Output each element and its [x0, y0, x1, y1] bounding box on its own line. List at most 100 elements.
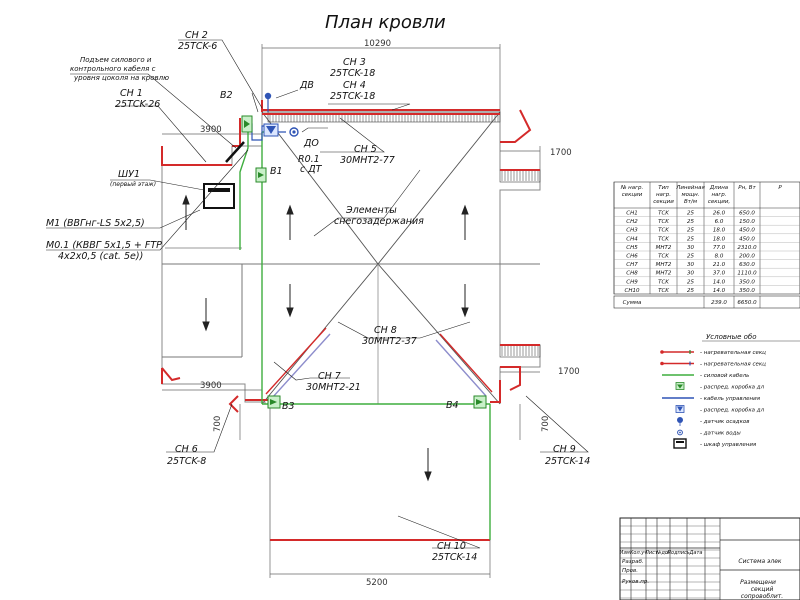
slope-arrow-up-1 — [286, 204, 294, 240]
junction-box-control[interactable] — [263, 123, 279, 137]
label-ch10-type: 25TCK-14 — [432, 552, 477, 563]
slope-arrow-up-3 — [182, 194, 190, 230]
legend-symbol — [673, 438, 687, 449]
note-m01b: 4х2х0,5 (cat. 5e)) — [58, 251, 143, 262]
table-cell: 30 — [687, 271, 694, 277]
stamp-name: секций — [751, 586, 774, 593]
table-cell: MHT2 — [656, 245, 672, 251]
slope-arrow-down-3 — [202, 298, 210, 332]
dim-right-lower: 1700 — [558, 367, 580, 377]
table-cell: 21.0 — [713, 262, 726, 268]
legend-item-label: - распред. коробка дл — [700, 385, 765, 391]
sensor-dv[interactable] — [264, 92, 272, 112]
note-m1: М1 (ВВГнг-LS 5х2,5) — [46, 218, 145, 229]
heating-section-ch1 — [161, 146, 232, 166]
valley-heaters — [265, 327, 493, 399]
table-cell: TCK — [658, 236, 669, 242]
table-cell: CH5 — [626, 245, 638, 251]
drawing-title: План кровли — [325, 12, 446, 33]
table-cell: 650.0 — [739, 211, 755, 217]
roof-outline — [161, 111, 541, 541]
legend: Условные обо - нагревательная секц- нагр… — [660, 333, 800, 449]
label-b1: В1 — [270, 166, 283, 177]
stamp-header-cell: Подпись — [667, 550, 690, 556]
label-ch1-type: 25TCK-26 — [115, 99, 160, 110]
dimension-lines — [162, 44, 541, 578]
dim-left-lower: 3900 — [200, 381, 222, 391]
table-cell: 25 — [687, 254, 694, 260]
table-total-length: 239.0 — [711, 300, 727, 306]
table-header-cell: секции — [653, 199, 674, 205]
table-header-cell: Рн, Вт — [738, 185, 756, 191]
table-cell: 30 — [687, 245, 694, 251]
legend-item-label: - нагревательная секц — [700, 350, 766, 356]
table-header-cell: Р — [778, 185, 782, 191]
slope-arrow-down-4 — [424, 448, 432, 482]
label-ch3-type: 25TCK-18 — [330, 68, 375, 79]
power-cables — [239, 124, 491, 540]
table-cell: CH10 — [625, 288, 640, 294]
dim-bottom: 5200 — [366, 578, 388, 588]
table-cell: 200.0 — [739, 254, 755, 260]
table-cell: 14.0 — [713, 288, 726, 294]
stamp-row-label: Руков.пр. — [622, 579, 649, 585]
table-header-cell: Вт/м — [684, 199, 697, 205]
label-ch4: CH 4 — [343, 80, 366, 91]
table-cell: MHT2 — [656, 271, 672, 277]
stamp-header-cell: Изм. — [620, 550, 632, 556]
table-cell: 18.0 — [713, 236, 726, 242]
stamp-header-cell: Лист — [644, 550, 659, 556]
table-cell: 25 — [687, 288, 694, 294]
sensor-do[interactable] — [289, 127, 299, 137]
label-r01-sub: с ДТ — [300, 164, 323, 175]
table-cell: 25 — [687, 279, 694, 285]
legend-symbol — [660, 361, 694, 366]
table-cell: 1110.0 — [737, 271, 757, 277]
dim-right-small: 700 — [541, 416, 551, 432]
table-cell: 150.0 — [739, 219, 755, 225]
table-cell: CH4 — [626, 236, 638, 242]
legend-item-label: - силовой кабель — [700, 373, 749, 379]
label-ch2: CH 2 — [185, 30, 208, 41]
leader-lines — [46, 39, 589, 549]
table-cell: CH8 — [626, 271, 638, 277]
label-ch6: CH 6 — [175, 444, 198, 455]
table-cell: MHT2 — [656, 262, 672, 268]
table-cell: CH7 — [626, 262, 638, 268]
table-header-cell: № нагр. — [620, 185, 644, 191]
stamp-name: Размещени — [740, 579, 776, 586]
control-cabinet-shu1[interactable] — [203, 183, 235, 209]
note-shu1-sub: (первый этаж) — [110, 181, 156, 188]
label-ch10: CH 10 — [437, 541, 466, 552]
heating-section-ch2 — [232, 118, 241, 147]
table-cell: 630.0 — [739, 262, 755, 268]
legend-item-label: - кабель управления — [700, 396, 761, 402]
note-shu1: ШУ1 — [118, 169, 140, 180]
stamp-name: сопровоблит. — [741, 593, 784, 600]
heating-section-ch8 — [439, 333, 493, 393]
cable-rise-marker — [225, 141, 245, 163]
note-cable-rise-1: Подъем силового и — [80, 56, 152, 64]
dim-left-upper: 3900 — [200, 125, 222, 135]
stamp-header-cell: Дата — [689, 550, 703, 556]
label-ch4-type: 25TCK-18 — [330, 91, 375, 102]
label-r01: R0.1 — [298, 154, 320, 165]
heating-cables — [161, 100, 540, 541]
label-ch9-type: 25TCK-14 — [545, 456, 590, 467]
table-header-cell: секции, — [708, 199, 731, 205]
legend-symbol — [675, 405, 685, 413]
table-header-cell: Линейная — [675, 185, 705, 191]
table-header-cell: Длина — [709, 185, 729, 191]
slope-arrow-down-2 — [461, 284, 469, 318]
junction-box-b2[interactable] — [241, 115, 253, 133]
note-cable-rise-3: уровня цоколя на кровлю — [73, 74, 169, 82]
junction-box-b4[interactable] — [473, 395, 487, 409]
junction-box-b1[interactable] — [255, 167, 267, 183]
table-cell: 77.0 — [713, 245, 726, 251]
note-snow-2: снегозадержания — [334, 216, 424, 227]
junction-box-b3[interactable] — [267, 395, 281, 409]
legend-item-label: - нагревательная секц — [700, 362, 766, 368]
table-cell: 25 — [687, 228, 694, 234]
